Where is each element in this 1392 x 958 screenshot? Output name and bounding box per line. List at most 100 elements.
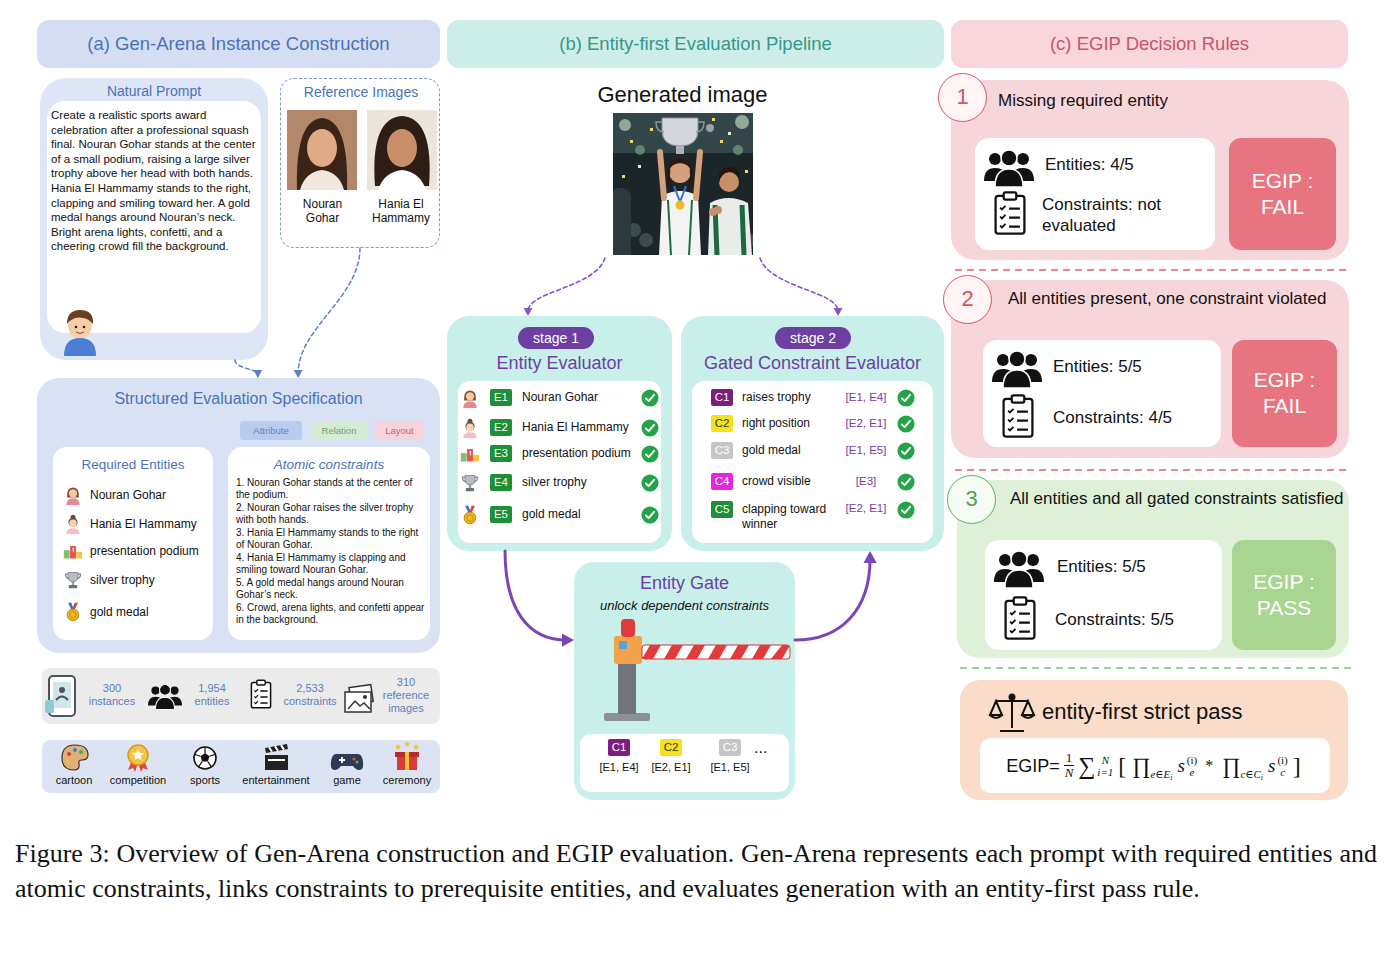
text-slot: E4 bbox=[490, 474, 512, 491]
tablet-icon bbox=[45, 676, 75, 716]
formula-part: s bbox=[1268, 755, 1275, 777]
text-slot: [E2, E1] bbox=[838, 501, 894, 516]
formula-sub: e∈Ei bbox=[1150, 768, 1172, 782]
clipboard-icon bbox=[251, 680, 270, 708]
ceremony-icon bbox=[405, 752, 409, 770]
text-slot: stage 2 bbox=[713, 327, 913, 349]
image-title: Generated image bbox=[598, 82, 768, 108]
generated-photo bbox=[676, 146, 684, 154]
item-name: clapping toward winner bbox=[742, 502, 837, 532]
stat-label: 1,954 entities bbox=[182, 682, 242, 708]
text-slot: Nouran Gohar bbox=[90, 487, 211, 503]
formula-part: ∏ bbox=[1222, 753, 1240, 779]
entity-icon bbox=[464, 506, 476, 524]
text-slot: Natural Prompt bbox=[40, 83, 268, 100]
formula-part: c bbox=[1280, 766, 1285, 778]
text-slot: (b) Entity-first Evaluation Pipeline bbox=[447, 33, 944, 55]
user-avatar bbox=[67, 310, 93, 324]
item-name: crowd visible bbox=[742, 474, 811, 489]
panel-header: (a) Gen-Arena Instance Construction bbox=[37, 20, 440, 68]
entity-icon bbox=[463, 476, 478, 492]
tablet-icon bbox=[56, 697, 68, 701]
text-slot: All entities and all gated constraints s… bbox=[1010, 488, 1345, 509]
id-badge: C5 bbox=[711, 501, 733, 518]
stage-pill: stage 1 bbox=[518, 327, 594, 349]
text-slot: Constraints: 5/5 bbox=[1055, 609, 1215, 630]
clapper-icon bbox=[265, 744, 288, 753]
palette-icon bbox=[66, 759, 70, 763]
id-badge: E2 bbox=[490, 419, 512, 436]
entity-icon bbox=[67, 603, 79, 621]
connector-line bbox=[505, 551, 567, 640]
formula-part: i=1 bbox=[1097, 766, 1113, 778]
connector-line bbox=[760, 258, 838, 311]
formula-stack: 1N bbox=[1064, 751, 1075, 780]
item-name: right position bbox=[742, 416, 810, 431]
formula-part: [ bbox=[1118, 752, 1126, 780]
generated-photo bbox=[619, 119, 631, 131]
generated-photo bbox=[733, 145, 743, 155]
text-slot: EGIP : FAIL bbox=[1237, 168, 1328, 220]
generated-photo bbox=[706, 124, 714, 132]
palette-icon bbox=[79, 750, 83, 754]
constraint-text: 2. Nouran Gohar raises the silver trophy… bbox=[236, 502, 426, 526]
stage-panel-fill bbox=[580, 734, 789, 792]
arrowhead bbox=[562, 633, 574, 646]
reference-photo bbox=[307, 129, 337, 167]
people-icon bbox=[994, 551, 1044, 588]
generated-photo bbox=[676, 201, 685, 210]
connector bbox=[235, 360, 262, 378]
check-icon bbox=[897, 501, 914, 518]
formula-part: EGIP= bbox=[1006, 755, 1060, 777]
award-icon bbox=[128, 745, 148, 772]
image-caption: Nouran Gohar bbox=[295, 197, 350, 225]
dependency-label: [E1, E5] bbox=[846, 443, 887, 458]
entity-icon bbox=[463, 391, 476, 409]
text-slot: 1,954 entities bbox=[182, 682, 242, 708]
divider-line bbox=[960, 667, 1355, 669]
barrier-gate bbox=[621, 619, 635, 637]
people-icon bbox=[148, 684, 182, 709]
generated-photo bbox=[656, 122, 704, 132]
verdict-box: EGIP : PASS bbox=[1232, 540, 1336, 650]
check-icon bbox=[641, 506, 658, 523]
text-slot: E1 bbox=[490, 389, 512, 406]
barrier-gate bbox=[642, 645, 790, 659]
verdict-text: EGIP : FAIL bbox=[1239, 367, 1330, 419]
generated-photo bbox=[635, 145, 645, 155]
gamepad-icon bbox=[339, 757, 345, 763]
entity-name: gold medal bbox=[90, 604, 149, 620]
tablet-icon bbox=[59, 687, 65, 693]
panel-header: (b) Entity-first Evaluation Pipeline bbox=[447, 20, 944, 68]
barrier-gate bbox=[604, 713, 650, 721]
legend-chip: Relation bbox=[311, 421, 367, 440]
check-icon bbox=[897, 389, 914, 518]
legend-text: Layout bbox=[385, 421, 414, 440]
rule-title: Missing required entity bbox=[998, 90, 1168, 111]
people-icon bbox=[984, 150, 1034, 187]
item-name: silver trophy bbox=[522, 475, 587, 490]
formula-part: i bbox=[1170, 773, 1172, 782]
check-icon bbox=[641, 474, 658, 491]
user-avatar bbox=[64, 338, 96, 356]
legend-chip: Attribute bbox=[240, 421, 302, 440]
reference-photo bbox=[287, 110, 357, 190]
scale-icon bbox=[990, 701, 1034, 715]
formula-sub: c∈Ci bbox=[1240, 768, 1263, 782]
category-label: sports bbox=[190, 773, 220, 787]
entity-name: presentation podium bbox=[90, 543, 199, 559]
count-text: Constraints: 4/5 bbox=[1053, 407, 1172, 428]
text-slot: 3. Hania El Hammamy stands to the right … bbox=[236, 527, 426, 551]
text-slot: Required Entities bbox=[53, 457, 213, 473]
entity-icon bbox=[64, 546, 82, 559]
rule-title: All entities and all gated constraints s… bbox=[1010, 488, 1344, 509]
text-slot: sports bbox=[163, 773, 247, 787]
category-label: competition bbox=[110, 773, 166, 787]
text-slot: 310 reference images bbox=[378, 676, 434, 715]
constraint-text: 4. Hania El Hammamy is clapping and smil… bbox=[236, 552, 426, 576]
generated-photo bbox=[668, 200, 692, 255]
gamepad-icon bbox=[331, 754, 363, 770]
text-slot: C3 bbox=[719, 739, 741, 756]
entity-name: silver trophy bbox=[90, 572, 155, 588]
step-number: 1 bbox=[938, 73, 987, 122]
